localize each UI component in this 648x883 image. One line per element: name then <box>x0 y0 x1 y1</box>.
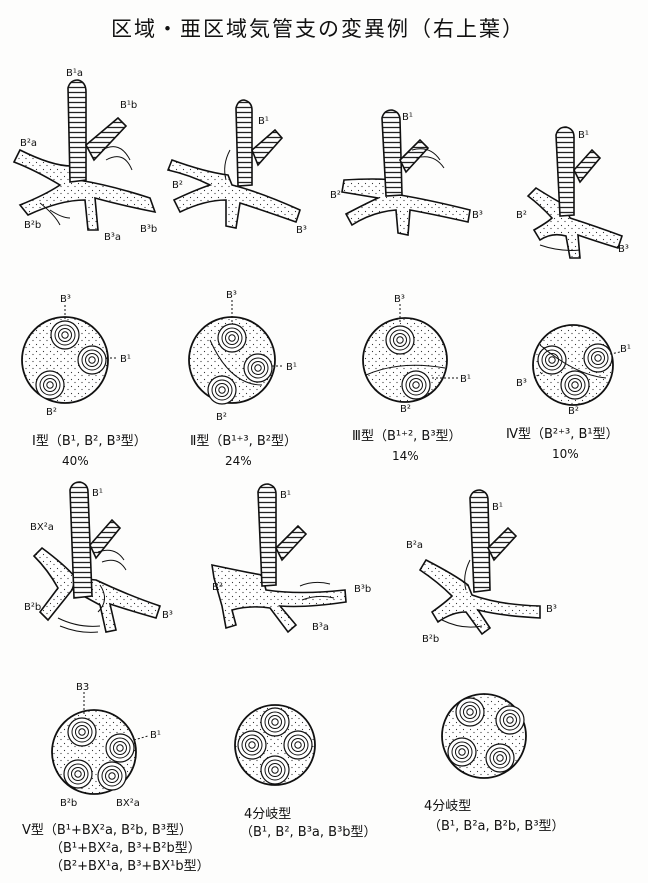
sphere5-caption-3: （B²+BX¹a, B³+BX¹b型） <box>50 859 210 874</box>
sphere4-label-bottom: B² <box>568 406 579 417</box>
tree5-label-b3: B³ <box>162 610 173 621</box>
tree3-label-b2: B² <box>330 190 341 201</box>
tree2-label-b1: B¹ <box>258 116 269 127</box>
sphere6-caption-1: 4分岐型 <box>244 807 291 822</box>
sphere3-label-right: B¹ <box>460 374 471 385</box>
row2-sphere-1: B³ B¹ B² Ⅰ型（B¹, B², B³型） 40% <box>21 294 147 468</box>
row4-sphere-1: B3 B¹ B²b BX²a Ⅴ型（B¹+BX²a, B²b, B³型） （B¹… <box>22 682 210 874</box>
row3-tree-2: B¹ B² B³b B³a <box>211 483 371 634</box>
tree4-label-b2: B² <box>516 210 527 221</box>
sphere1-caption: Ⅰ型（B¹, B², B³型） <box>32 434 147 449</box>
tree7-label-b2a: B²a <box>406 540 423 551</box>
tree1-label-b2a: B²a <box>20 138 37 149</box>
sphere4-label-right: B¹ <box>620 344 631 355</box>
sphere2-caption: Ⅱ型（B¹⁺³, B²型） <box>190 434 297 449</box>
sphere4-caption: Ⅳ型（B²⁺³, B¹型） <box>506 427 619 442</box>
row3-tree-1: B¹ BX²a B²b B³ <box>24 481 173 633</box>
tree4-label-b3: B³ <box>618 244 629 255</box>
tree6-label-b1: B¹ <box>280 490 291 501</box>
page-title: 区域・亜区域気管支の変異例（右上葉） <box>111 17 525 41</box>
tree2-label-b3: B³ <box>296 225 307 236</box>
sphere7-caption-1: 4分岐型 <box>424 799 471 814</box>
sphere1-label-right: B¹ <box>120 354 131 365</box>
sphere3-percent: 14% <box>392 449 419 463</box>
sphere3-label-top: B³ <box>394 294 405 305</box>
sphere4-label-left: B³ <box>516 378 527 389</box>
sphere5-label-bx2a: BX²a <box>116 798 140 809</box>
sphere6-caption-2: （B¹, B², B³a, B³b型） <box>240 825 377 840</box>
row1-tree-1: B¹a B¹b B²a B²b B³a B³b <box>12 68 157 243</box>
row4-sphere-3: 4分岐型 （B¹, B²a, B²b, B³型） <box>424 693 565 834</box>
tree1-label-b1b: B¹b <box>120 100 137 111</box>
tree3-label-b1: B¹ <box>402 112 413 123</box>
tree1-label-b3b: B³b <box>140 224 157 235</box>
tree6-label-b2: B² <box>212 582 223 593</box>
row1-tree-3: B¹ B² B³ <box>330 109 483 236</box>
tree1-label-b1a: B¹a <box>66 68 83 79</box>
tree1-label-b3a: B³a <box>104 232 121 243</box>
sphere1-label-bottom: B² <box>46 407 57 418</box>
row3-tree-3: B¹ B²a B²b B³ <box>406 489 557 645</box>
tree5-label-bx2a: BX²a <box>30 522 54 533</box>
sphere1-label-top: B³ <box>60 294 71 305</box>
row1-tree-4: B¹ B² B³ <box>516 126 629 259</box>
tree2-label-b2: B² <box>172 180 183 191</box>
row2-sphere-4: B³ B¹ B² Ⅳ型（B²⁺³, B¹型） 10% <box>506 324 631 461</box>
sphere1-percent: 40% <box>62 454 89 468</box>
row2-sphere-2: B³ B¹ B² Ⅱ型（B¹⁺³, B²型） 24% <box>188 290 297 468</box>
tree5-label-b1: B¹ <box>92 488 103 499</box>
sphere5-label-top: B3 <box>76 682 89 693</box>
row2-sphere-3: B³ B¹ B² Ⅲ型（B¹⁺², B³型） 14% <box>352 294 471 463</box>
tree7-label-b3: B³ <box>546 604 557 615</box>
tree1-label-b2b: B²b <box>24 220 41 231</box>
tree4-label-b1: B¹ <box>578 130 589 141</box>
sphere3-caption: Ⅲ型（B¹⁺², B³型） <box>352 429 462 444</box>
sphere4-percent: 10% <box>552 447 579 461</box>
row1-tree-2: B¹ B² B³ <box>166 99 307 236</box>
sphere2-label-bottom: B² <box>216 412 227 423</box>
tree5-label-b2b: B²b <box>24 602 41 613</box>
sphere5-label-b2b: B²b <box>60 798 77 809</box>
sphere3-label-bottom: B² <box>400 404 411 415</box>
tree6-label-b3b: B³b <box>354 584 371 595</box>
sphere2-percent: 24% <box>225 454 252 468</box>
sphere7-caption-2: （B¹, B²a, B²b, B³型） <box>428 819 565 834</box>
tree7-label-b1: B¹ <box>492 502 503 513</box>
tree7-label-b2b: B²b <box>422 634 439 645</box>
sphere2-label-top: B³ <box>226 290 237 301</box>
row4-sphere-2: 4分岐型 （B¹, B², B³a, B³b型） <box>234 704 377 840</box>
tree6-label-b3a: B³a <box>312 622 329 633</box>
tree3-label-b3: B³ <box>472 210 483 221</box>
sphere2-label-right: B¹ <box>286 362 297 373</box>
sphere5-caption-2: （B¹+BX²a, B³+B²b型） <box>50 841 201 856</box>
sphere5-label-right: B¹ <box>150 730 161 741</box>
sphere5-caption-1: Ⅴ型（B¹+BX²a, B²b, B³型） <box>22 823 192 838</box>
